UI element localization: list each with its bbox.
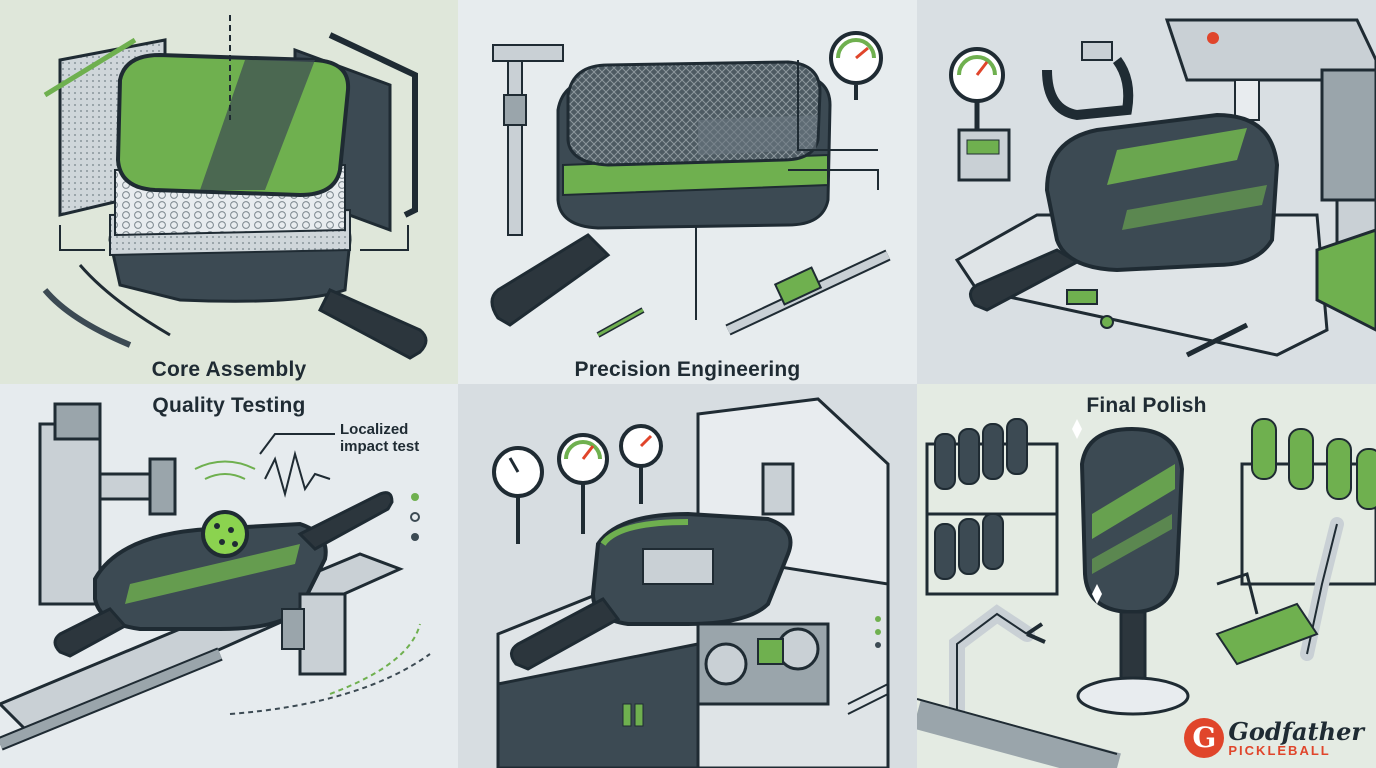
panel-measurement-station [917, 0, 1376, 384]
test-rig [38, 422, 102, 606]
waveform-icon [264, 450, 331, 498]
logo-subtitle: PICKLEBALL [1228, 742, 1331, 758]
mold-insert [642, 548, 714, 585]
handle [969, 248, 1081, 312]
logo-name: Godfather [1228, 716, 1364, 746]
panel-quality-testing: Quality Testing Localized impact test [0, 384, 458, 768]
callout-impact-test: Localized impact test [340, 421, 458, 455]
quality-testing-illustration [0, 402, 431, 751]
measurement-station-illustration [949, 18, 1376, 358]
micrometer-icon [1042, 57, 1134, 121]
callout-line-2: impact test [340, 438, 420, 455]
robot-arm-left [949, 604, 1035, 722]
final-polish-illustration [917, 418, 1376, 768]
core-assembly-illustration [42, 15, 428, 360]
press-machine-illustration [492, 397, 890, 768]
polished-paddle [1079, 426, 1185, 614]
handle [1119, 610, 1147, 689]
display-stand [1076, 676, 1190, 716]
roller-icon [704, 642, 748, 686]
digital-meter-icon [957, 128, 1011, 182]
logo-text: Godfather PICKLEBALL [1228, 716, 1364, 758]
pickleball-icon [201, 510, 249, 558]
edge-guard [42, 288, 132, 348]
caliper-icon [507, 44, 523, 236]
callout-line-1: Localized [340, 421, 409, 438]
handle [490, 233, 611, 327]
panel-final-polish: Final Polish G Godfather PICKLEBALL [917, 384, 1376, 768]
precision-engineering-illustration [490, 31, 891, 338]
clamp [298, 592, 347, 676]
brand-logo: G Godfather PICKLEBALL [1184, 718, 1364, 758]
panel-press-machine [458, 384, 917, 768]
handle [297, 491, 394, 551]
panel-precision-engineering: Precision Engineering [458, 0, 917, 384]
panel-core-assembly: Core Assembly [0, 0, 458, 384]
caption-precision-engineering: Precision Engineering [574, 358, 801, 381]
handle [510, 597, 621, 671]
caption-quality-testing: Quality Testing [152, 394, 306, 417]
caption-final-polish: Final Polish [1086, 394, 1207, 417]
caption-core-assembly: Core Assembly [151, 358, 307, 381]
handle [318, 288, 428, 360]
logo-mark-icon: G [1184, 718, 1225, 758]
probe-icon [1185, 322, 1249, 358]
